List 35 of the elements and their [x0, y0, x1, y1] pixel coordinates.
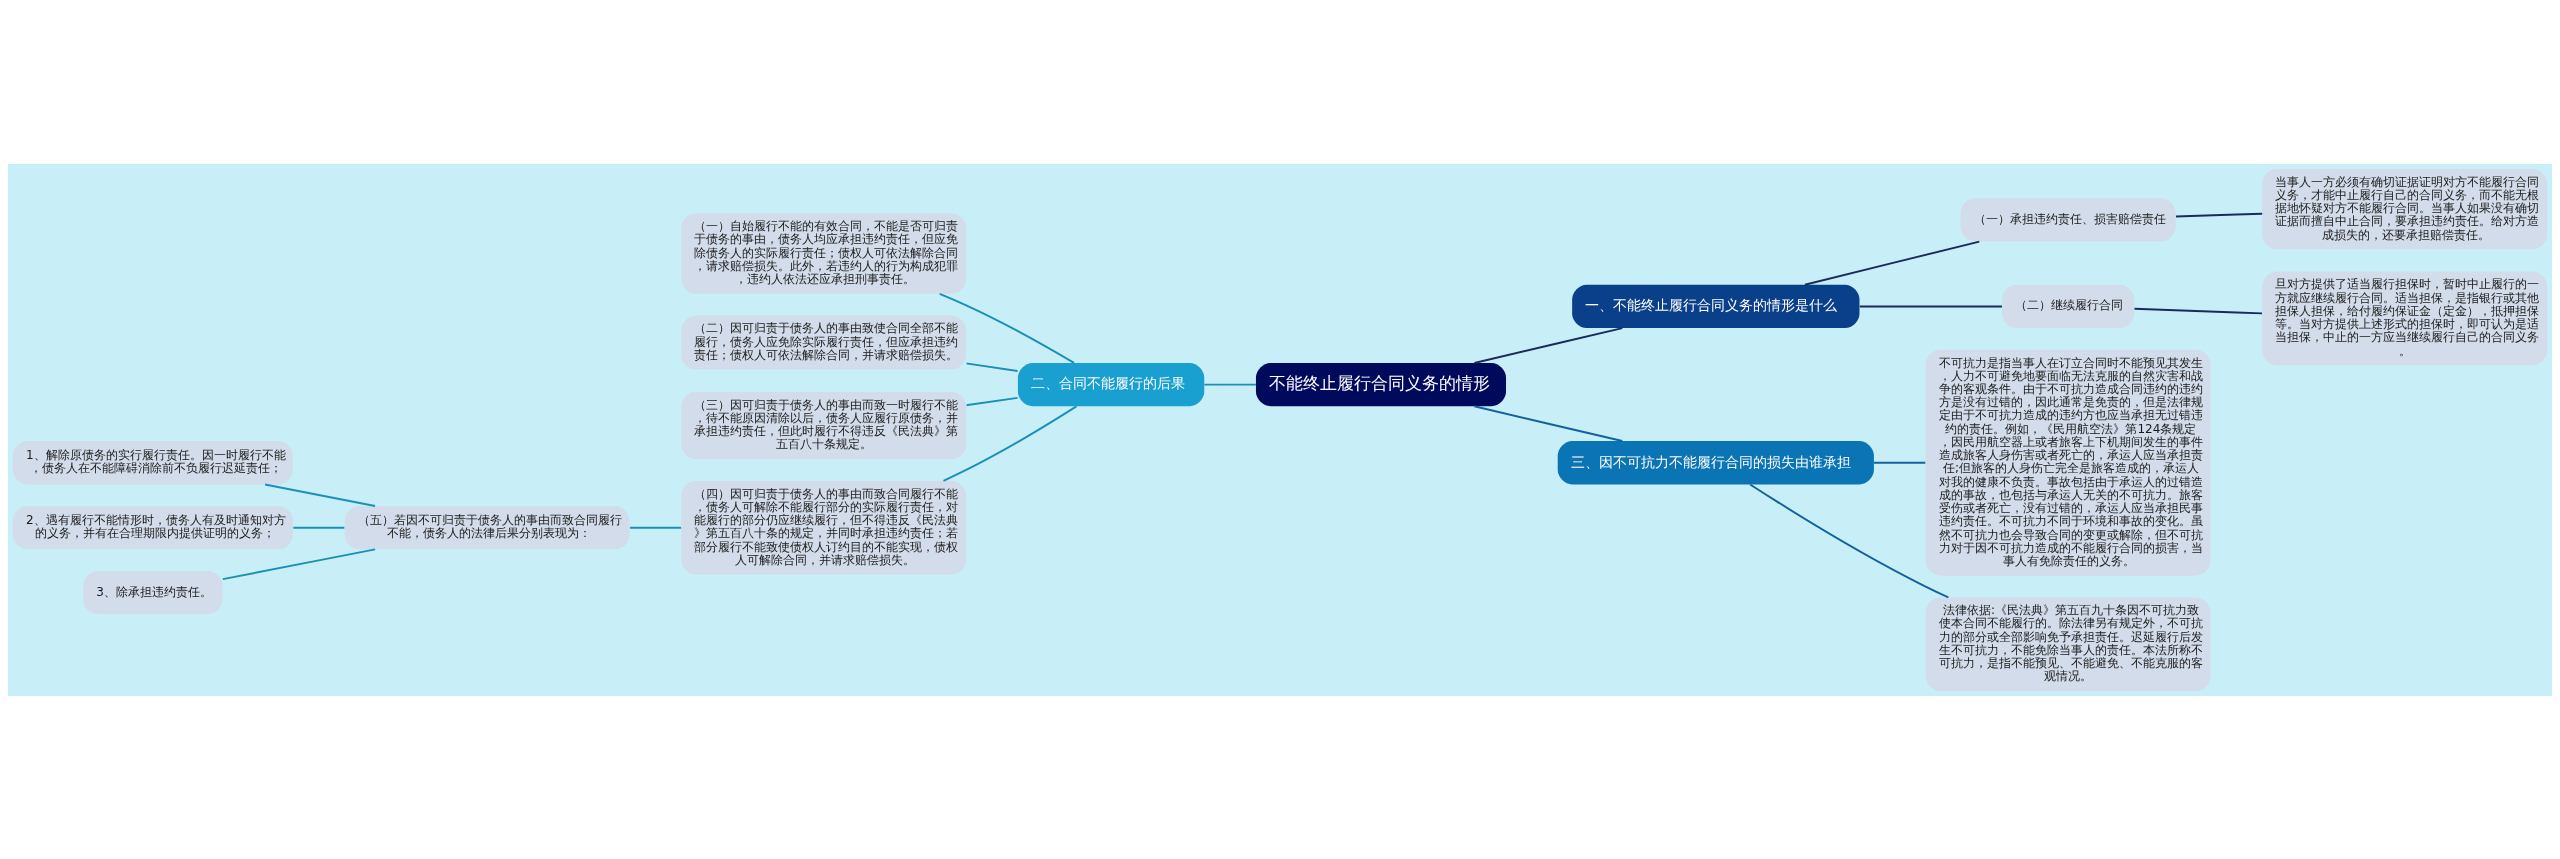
node-box: （二）继续履行合同	[2001, 284, 2135, 328]
node-box: （二）因可归责于债务人的事由致使合同全部不能履行，债务人应免除实际履行责任，但应承担违约责任；债权人可依法解除合同，并请求赔偿损失。	[681, 315, 967, 370]
connector	[1749, 483, 1950, 598]
connector	[1858, 305, 2003, 307]
connector	[264, 483, 376, 507]
node-box: 旦对方提供了适当履行担保时，暂时中止履行的一方就应继续履行合同。适当担保，是指银行或其他担保人担保，给付履约保证金（定金），抵押担保等。当对方提供上述形式的担保时，即可认为是适当担保，中止的一方应当继续履行自己的合同义务。	[2262, 271, 2548, 365]
node-box: 2、遇有履行不能情形时，债务人有及时通知对方的义务，并有在合理期限内提供证明的义务；	[12, 505, 293, 549]
connector	[1203, 383, 1257, 386]
connector	[938, 292, 1075, 364]
connector	[942, 404, 1078, 482]
node-box: 不能终止履行合同义务的情形	[1255, 362, 1506, 406]
connector	[965, 396, 1019, 406]
node-box: （一）承担违约责任、损害赔偿责任	[1960, 197, 2176, 242]
node-box: 二、合同不能履行的后果	[1017, 362, 1205, 406]
node-box: 法律依据:《民法典》第五百九十条因不可抗力致使本合同不能履行的。除法律另有规定外，不可抗力的部分或全部影响免予承担责任。迟延履行后发生不可抗力，不能免除当事人的责任。本法所称不可抗力，是指不能预见、不能避免、不能克服的客观情况。	[1925, 596, 2211, 691]
connector	[292, 526, 346, 529]
node-box: 3、除承担违约责任。	[83, 570, 223, 614]
node-box: 当事人一方必须有确切证据证明对方不能履行合同义务，才能中止履行自己的合同义务，而不能无根据地怀疑对方不能履行合同。当事人如果没有确切证据而擅自中止合同，要承担违约责任。给对方造成损失的，还要承担赔偿责任。	[2262, 168, 2548, 249]
node-box: （五）若因不可归责于债务人的事由而致合同履行不能，债务人的法律后果分别表现为：	[344, 505, 630, 549]
connector	[2133, 307, 2263, 314]
connector	[1873, 461, 1927, 464]
node-box: 一、不能终止履行合同义务的情形是什么	[1572, 284, 1860, 328]
connector	[1473, 326, 1624, 364]
connector	[1473, 404, 1624, 442]
node-box: （四）因可归责于债务人的事由而致合同履行不能，债务人可解除不能履行部分的实际履行责任，对能履行的部分仍应继续履行，但不得违反《民法典》第五百八十条的规定，并同时承担违约责任；若部分履行不能致使债权人订约目的不能实现，债权人可解除合同，并请求赔偿损失。	[681, 480, 967, 575]
connector	[629, 526, 683, 529]
connector	[2175, 212, 2264, 217]
node-box: 不可抗力是指当事人在订立合同时不能预见其发生，人力不可避免地要面临无法克服的自然灾害和战争的客观条件。由于不可抗力造成合同违约的违约方是没有过错的，因此通常是免责的，但是法律规定由于不可抗力造成的违约方也应当承担无过错违约的责任。例如，《民用航空法》第124条规定，因民用航空器上或者旅客上下机期间发生的事件造成旅客人身伤害或者死亡的，承运人应当承担责任;但旅客的人身伤亡完全是旅客造成的，承运人对我的健康不负责。事故包括由于承运人的过错造成的事故，也包括与承运人无关的不可抗力。旅客受伤或者死亡，没有过错的，承运人应当承担民事违约责任。不可抗力不同于环境和事故的变化。虽然不可抗力也会导致合同的变更或解除，但不可抗力对于因不可抗力造成的不能履行合同的损害，当事人有免除责任的义务。	[1925, 349, 2211, 576]
node-box: 三、因不可抗力不能履行合同的损失由谁承担	[1557, 440, 1874, 484]
node-box: 1、解除原债务的实行履行责任。因一时履行不能，债务人在不能障碍消除前不负履行迟延责任；	[12, 440, 293, 484]
connector	[1803, 240, 1981, 286]
connector	[965, 362, 1019, 372]
connector	[221, 547, 377, 580]
node-box: （一）自始履行不能的有效合同，不能是否可归责于债务的事由，债务人均应承担违约责任，但应免除债务人的实际履行责任；债权人可依法解除合同，请求赔偿损失。此外，若违约人的行为构成犯罪，违约人依法还应承担刑事责任。	[681, 212, 967, 294]
node-box: （三）因可归责于债务人的事由而致一时履行不能，待不能原因清除以后，债务人应履行原债务，并承担违约责任，但此时履行不得违反《民法典》第五百八十条规定。	[681, 391, 967, 459]
